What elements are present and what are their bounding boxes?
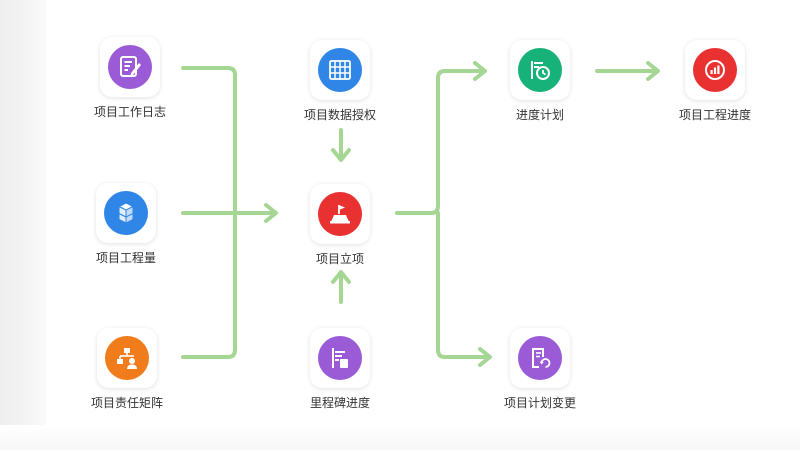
grid-table-icon	[318, 48, 362, 92]
schedule-plan-tile[interactable]	[510, 40, 570, 100]
left-edge-shadow	[0, 0, 46, 450]
plan-change-tile[interactable]	[510, 328, 570, 388]
bottom-edge-shadow	[0, 425, 800, 450]
arrowhead-to-setup	[264, 203, 278, 223]
milestone-progress-tile[interactable]	[310, 328, 370, 388]
node-label: 进度计划	[515, 108, 564, 122]
node-label: 项目工程量	[95, 251, 156, 265]
node-responsibility-matrix[interactable]: 项目责任矩阵	[57, 328, 197, 428]
node-label: 项目立项	[315, 252, 364, 266]
arrowhead-up-to-setup	[331, 270, 351, 284]
node-quantity[interactable]: 项目工程量	[56, 183, 196, 283]
quantity-tile[interactable]	[96, 183, 156, 243]
schedule-clock-icon	[518, 48, 562, 92]
node-label: 项目计划变更	[503, 396, 576, 410]
connector-matrix	[181, 211, 237, 359]
org-chart-person-icon	[105, 336, 149, 380]
node-label: 里程碑进度	[309, 396, 370, 410]
connector-setup-to-change	[436, 211, 490, 359]
node-engineering-progress[interactable]: 项目工程进度	[645, 40, 785, 140]
cubes-icon	[104, 191, 148, 235]
node-milestone-progress[interactable]: 里程碑进度	[270, 328, 410, 428]
node-label: 项目工作日志	[93, 105, 166, 119]
arrowhead-to-schedule	[473, 61, 487, 81]
work-log-tile[interactable]	[100, 37, 160, 97]
document-refresh-icon	[518, 336, 562, 380]
milestone-list-icon	[318, 336, 362, 380]
node-work-log[interactable]: 项目工作日志	[60, 37, 200, 137]
bar-chart-circle-icon	[693, 48, 737, 92]
project-setup-tile[interactable]	[310, 184, 370, 244]
node-label: 项目责任矩阵	[90, 396, 163, 410]
arrowhead-to-engineering	[646, 61, 660, 81]
node-label: 项目工程进度	[678, 108, 751, 122]
node-label: 项目数据授权	[303, 108, 376, 122]
responsibility-matrix-tile[interactable]	[97, 328, 157, 388]
arrowhead-down-to-setup	[331, 148, 351, 162]
node-project-setup[interactable]: 项目立项	[270, 184, 410, 284]
notepad-pencil-icon	[108, 45, 152, 89]
node-schedule-plan[interactable]: 进度计划	[470, 40, 610, 140]
node-data-auth[interactable]: 项目数据授权	[270, 40, 410, 140]
flag-podium-icon	[318, 192, 362, 236]
engineering-progress-tile[interactable]	[685, 40, 745, 100]
connector-work-log	[181, 66, 237, 215]
data-auth-tile[interactable]	[310, 40, 370, 100]
connector-setup-split	[395, 69, 485, 215]
node-plan-change[interactable]: 项目计划变更	[470, 328, 610, 428]
arrowhead-to-change	[478, 347, 492, 367]
